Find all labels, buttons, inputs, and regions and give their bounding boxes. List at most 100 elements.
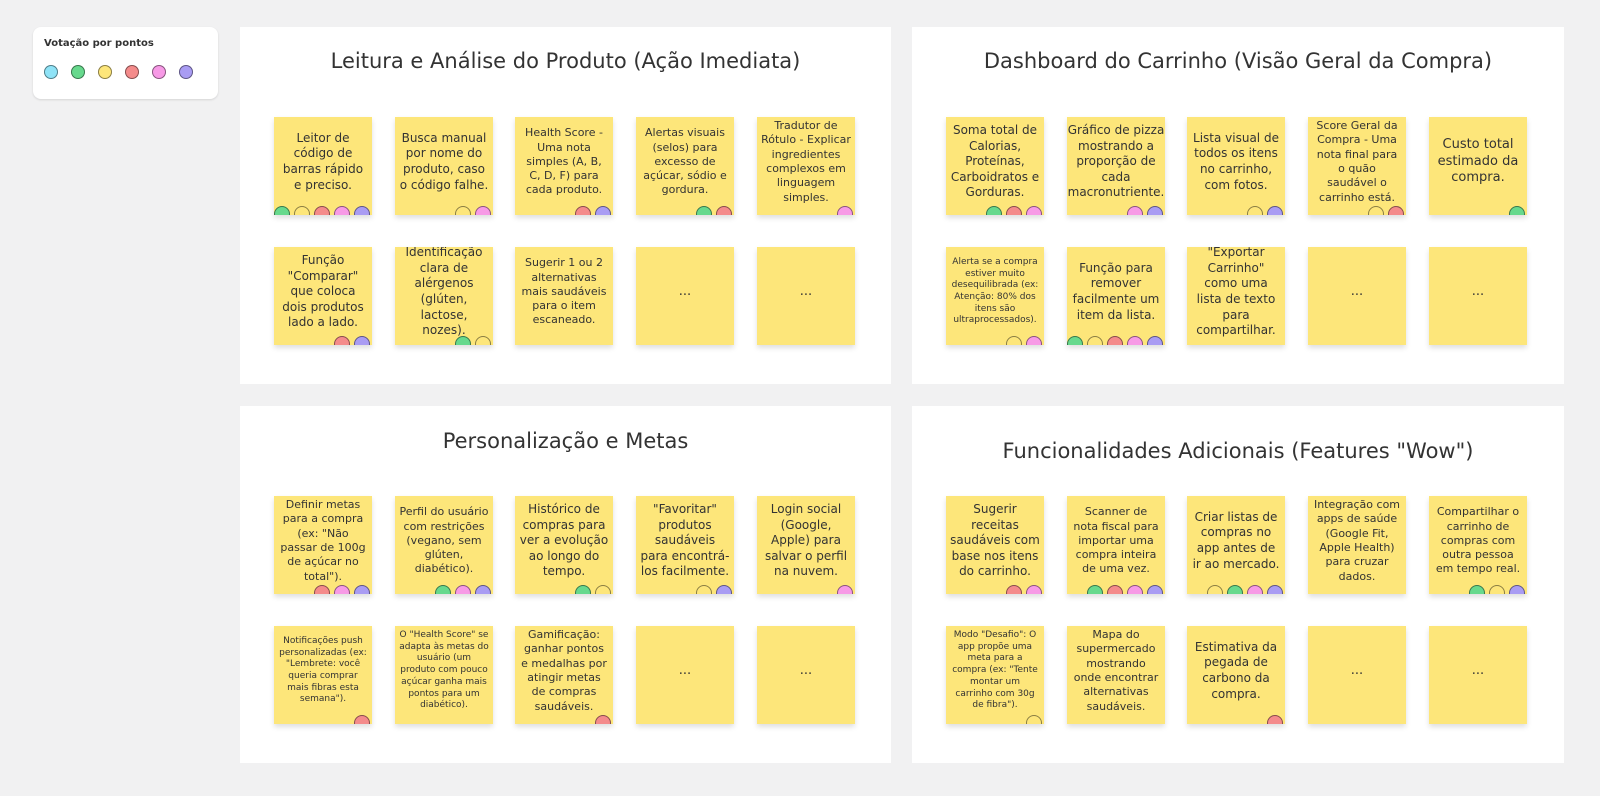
dot-voting-legend[interactable]: Votação por pontos [33,27,218,99]
sticky-note[interactable]: Integração com apps de saúde (Google Fit… [1308,496,1406,594]
vote-dot-green-icon[interactable] [455,336,471,345]
sticky-note[interactable]: Soma total de Calorias, Proteínas, Carbo… [946,117,1044,215]
vote-dot-yellow-icon[interactable] [696,585,712,594]
sticky-note[interactable]: ... [1308,247,1406,345]
vote-dot-red-icon[interactable] [125,65,139,79]
vote-dot-green-icon[interactable] [986,206,1002,215]
sticky-note[interactable]: Gráfico de pizza mostrando a proporção d… [1067,117,1165,215]
vote-dot-red-icon[interactable] [1388,206,1404,215]
vote-dot-yellow-icon[interactable] [1489,585,1505,594]
vote-dot-red-icon[interactable] [575,206,591,215]
sticky-note[interactable]: Tradutor de Rótulo - Explicar ingredient… [757,117,855,215]
vote-dot-yellow-icon[interactable] [455,206,471,215]
sticky-note[interactable]: Compartilhar o carrinho de compras com o… [1429,496,1527,594]
sticky-note[interactable]: Estimativa da pegada de carbono da compr… [1187,626,1285,724]
sticky-note[interactable]: Login social (Google, Apple) para salvar… [757,496,855,594]
vote-dot-purple-icon[interactable] [179,65,193,79]
sticky-note[interactable]: Sugerir receitas saudáveis com base nos … [946,496,1044,594]
vote-dot-red-icon[interactable] [1107,336,1123,345]
vote-dot-pink-icon[interactable] [334,585,350,594]
vote-dot-pink-icon[interactable] [1026,585,1042,594]
vote-dot-yellow-icon[interactable] [1006,336,1022,345]
sticky-note[interactable]: Modo "Desafio": O app propõe uma meta pa… [946,626,1044,724]
sticky-note[interactable]: Função "Comparar" que coloca dois produt… [274,247,372,345]
vote-dot-green-icon[interactable] [1469,585,1485,594]
vote-dot-green-icon[interactable] [575,585,591,594]
sticky-note[interactable]: Score Geral da Compra - Uma nota final p… [1308,117,1406,215]
sticky-note[interactable]: Notificações push personalizadas (ex: "L… [274,626,372,724]
vote-dot-purple-icon[interactable] [475,585,491,594]
vote-dot-purple-icon[interactable] [716,585,732,594]
vote-dot-yellow-icon[interactable] [1087,336,1103,345]
sticky-note[interactable]: Custo total estimado da compra. [1429,117,1527,215]
vote-dot-pink-icon[interactable] [1026,206,1042,215]
sticky-note[interactable]: ... [1429,247,1527,345]
vote-dot-purple-icon[interactable] [354,336,370,345]
vote-dot-purple-icon[interactable] [1267,206,1283,215]
sticky-note[interactable]: ... [757,247,855,345]
sticky-note[interactable]: Alerta se a compra estiver muito desequi… [946,247,1044,345]
frame-personalizacao-metas[interactable]: Personalização e Metas Definir metas par… [240,406,891,763]
sticky-note[interactable]: Função para remover facilmente um item d… [1067,247,1165,345]
sticky-note[interactable]: Gamificação: ganhar pontos e medalhas po… [515,626,613,724]
vote-dot-purple-icon[interactable] [1147,336,1163,345]
vote-dot-pink-icon[interactable] [1127,206,1143,215]
vote-dot-yellow-icon[interactable] [1368,206,1384,215]
frame-leitura-analise[interactable]: Leitura e Análise do Produto (Ação Imedi… [240,27,891,384]
vote-dot-yellow-icon[interactable] [1026,715,1042,724]
sticky-note[interactable]: Sugerir 1 ou 2 alternativas mais saudáve… [515,247,613,345]
sticky-note[interactable]: ... [1429,626,1527,724]
sticky-note[interactable]: ... [636,247,734,345]
vote-dot-yellow-icon[interactable] [1207,585,1223,594]
sticky-note[interactable]: Definir metas para a compra (ex: "Não pa… [274,496,372,594]
vote-dot-pink-icon[interactable] [152,65,166,79]
vote-dot-purple-icon[interactable] [595,206,611,215]
sticky-note[interactable]: Perfil do usuário com restrições (vegano… [395,496,493,594]
vote-dot-yellow-icon[interactable] [595,585,611,594]
vote-dot-pink-icon[interactable] [334,206,350,215]
vote-dot-pink-icon[interactable] [1127,336,1143,345]
vote-dot-green-icon[interactable] [1087,585,1103,594]
vote-dot-pink-icon[interactable] [475,206,491,215]
sticky-note[interactable]: Busca manual por nome do produto, caso o… [395,117,493,215]
vote-dot-pink-icon[interactable] [837,585,853,594]
vote-dot-red-icon[interactable] [314,206,330,215]
vote-dot-yellow-icon[interactable] [98,65,112,79]
sticky-note[interactable]: ... [1308,626,1406,724]
sticky-note[interactable]: "Favoritar" produtos saudáveis para enco… [636,496,734,594]
vote-dot-purple-icon[interactable] [1147,585,1163,594]
vote-dot-red-icon[interactable] [1107,585,1123,594]
sticky-note[interactable]: Health Score - Uma nota simples (A, B, C… [515,117,613,215]
vote-dot-yellow-icon[interactable] [294,206,310,215]
vote-dot-red-icon[interactable] [595,715,611,724]
vote-dot-red-icon[interactable] [334,336,350,345]
sticky-note[interactable]: Histórico de compras para ver a evolução… [515,496,613,594]
vote-dot-red-icon[interactable] [354,715,370,724]
vote-dot-yellow-icon[interactable] [475,336,491,345]
vote-dot-green-icon[interactable] [696,206,712,215]
vote-dot-green-icon[interactable] [274,206,290,215]
sticky-note[interactable]: Leitor de código de barras rápido e prec… [274,117,372,215]
sticky-note[interactable]: ... [636,626,734,724]
vote-dot-purple-icon[interactable] [1147,206,1163,215]
vote-dot-purple-icon[interactable] [354,206,370,215]
vote-dot-pink-icon[interactable] [1127,585,1143,594]
vote-dot-purple-icon[interactable] [1509,585,1525,594]
sticky-note[interactable]: ... [757,626,855,724]
vote-dot-purple-icon[interactable] [354,585,370,594]
vote-dot-red-icon[interactable] [314,585,330,594]
vote-dot-red-icon[interactable] [1006,206,1022,215]
vote-dot-yellow-icon[interactable] [1247,206,1263,215]
vote-dot-pink-icon[interactable] [455,585,471,594]
vote-dot-pink-icon[interactable] [1026,336,1042,345]
sticky-note[interactable]: Scanner de nota fiscal para importar uma… [1067,496,1165,594]
sticky-note[interactable]: Criar listas de compras no app antes de … [1187,496,1285,594]
sticky-note[interactable]: Mapa do supermercado mostrando onde enco… [1067,626,1165,724]
vote-dot-green-icon[interactable] [71,65,85,79]
vote-dot-green-icon[interactable] [435,585,451,594]
sticky-note[interactable]: Identificação clara de alérgenos (glúten… [395,247,493,345]
vote-dot-green-icon[interactable] [1227,585,1243,594]
vote-dot-red-icon[interactable] [716,206,732,215]
sticky-note[interactable]: Alertas visuais (selos) para excesso de … [636,117,734,215]
frame-funcionalidades-adicionais[interactable]: Funcionalidades Adicionais (Features "Wo… [912,406,1564,763]
